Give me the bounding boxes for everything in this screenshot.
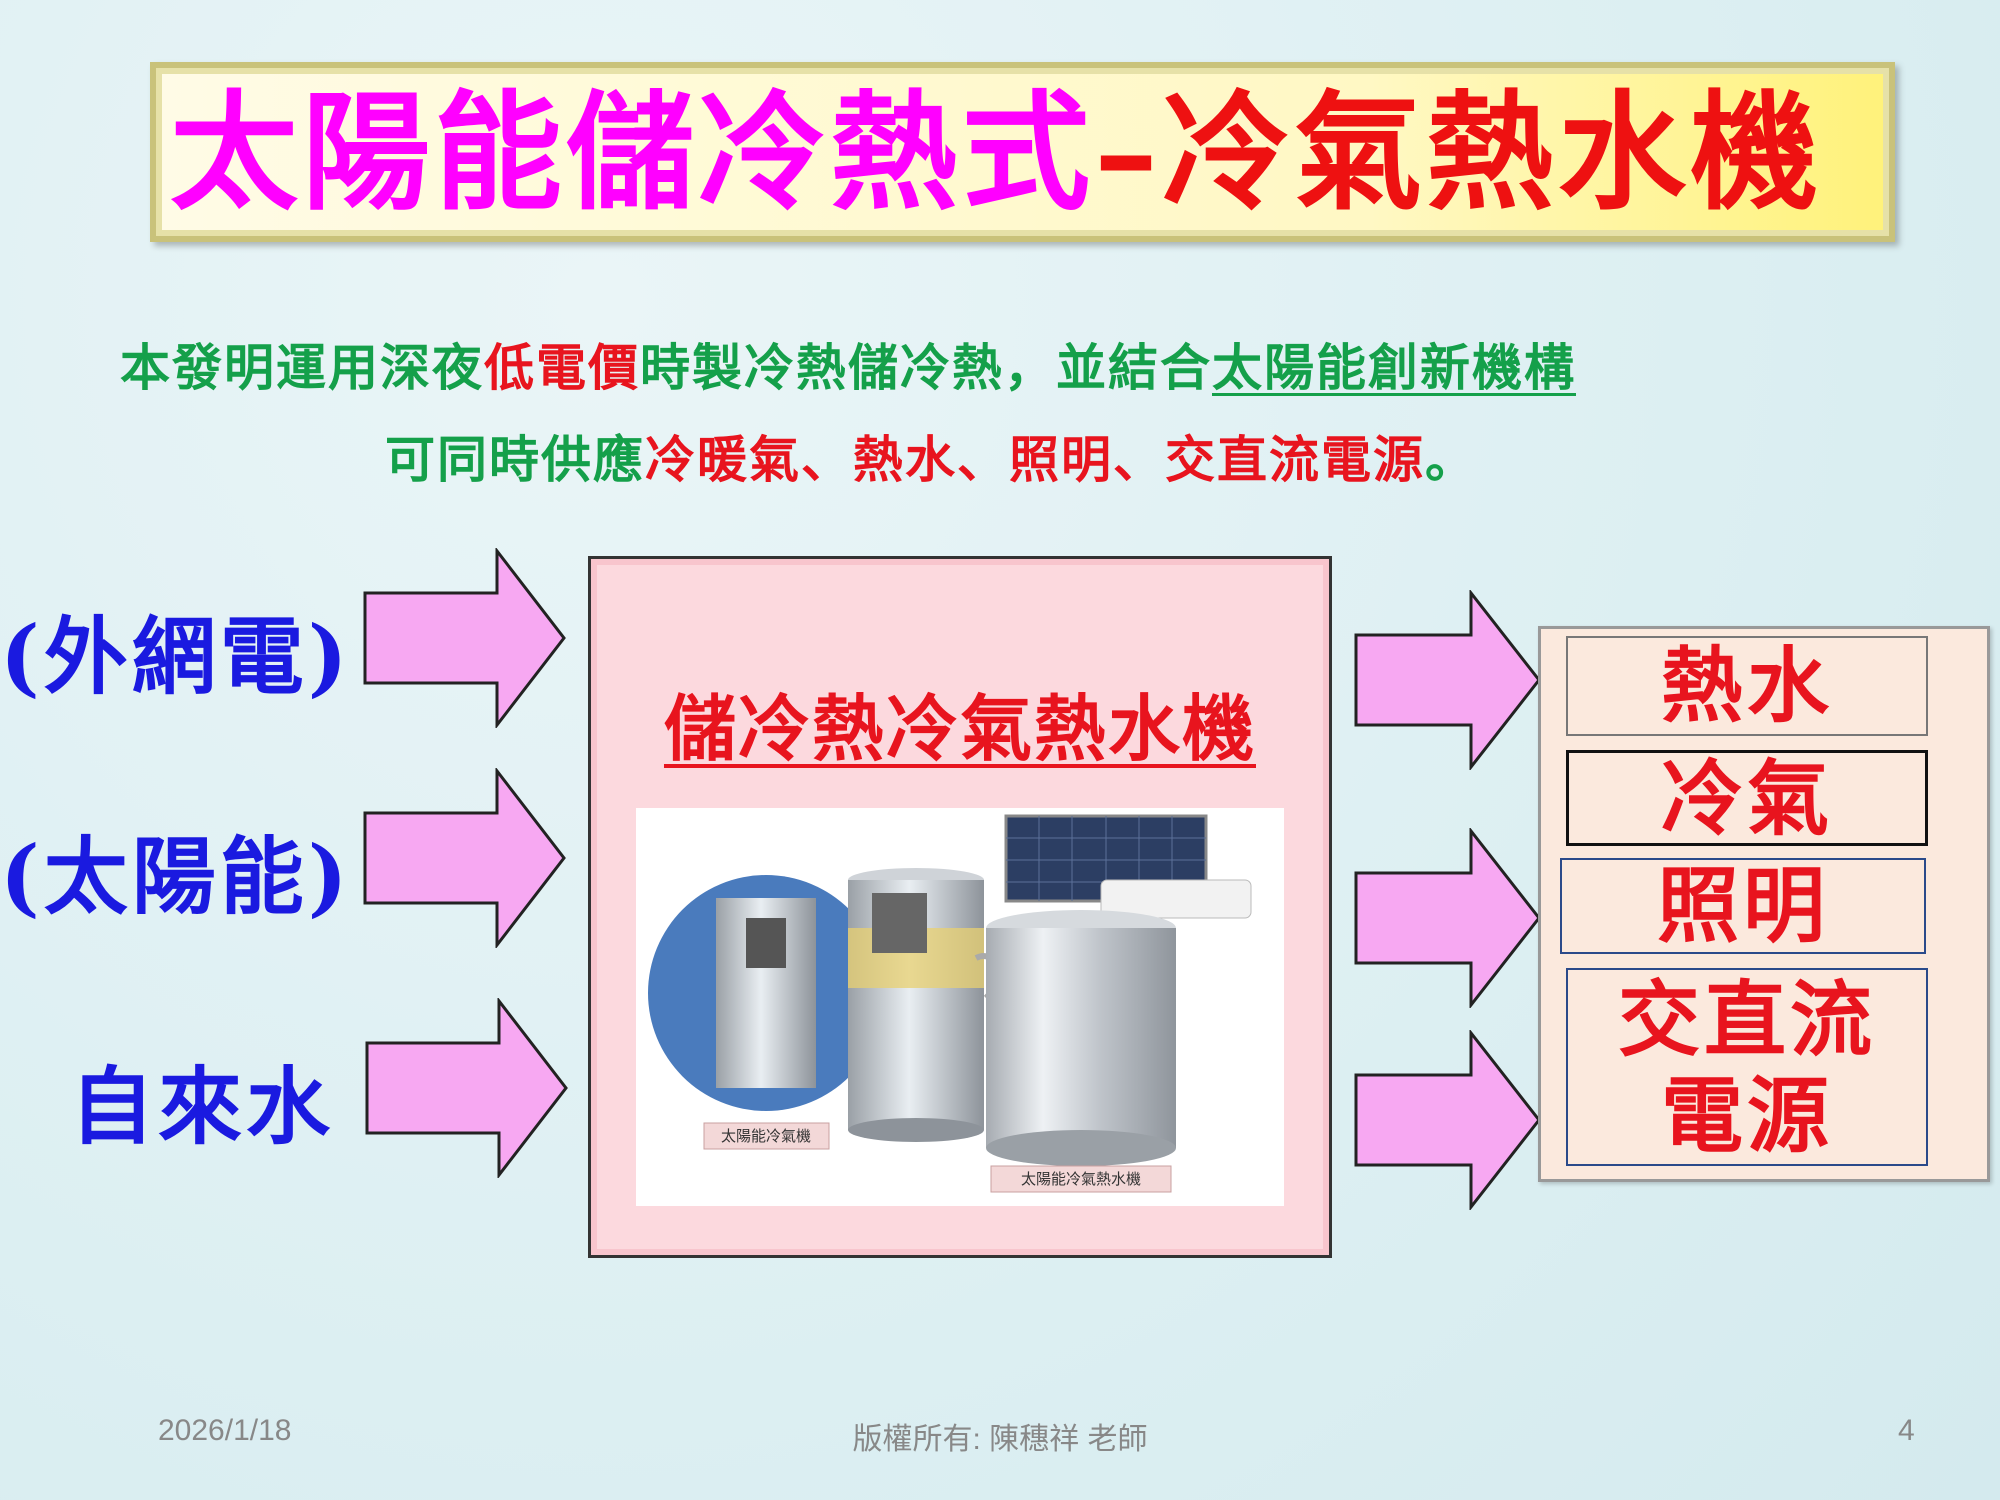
- title-banner: [150, 62, 1895, 242]
- output-hot-water: 熱水: [1566, 636, 1928, 736]
- machine-photo: 太陽能冷氣機 太陽能冷氣熱水機: [636, 808, 1284, 1206]
- tank-left-bottom: [848, 1118, 984, 1142]
- machine-title: 儲冷熱冷氣熱水機: [663, 686, 1256, 771]
- tank-right-bottom: [986, 1130, 1176, 1166]
- arrow-right-icon: [363, 768, 566, 948]
- machine-illustration: 太陽能冷氣機 太陽能冷氣熱水機: [648, 814, 1252, 1193]
- intro-line1-seg2: 時製冷熱儲冷熱，並結合: [640, 338, 1212, 397]
- intro-line1-seg1: 低電價: [484, 338, 640, 397]
- intro-line1-seg0: 本發明運用深夜: [120, 338, 484, 397]
- input-label-grid-power: (外網電): [0, 607, 352, 706]
- caption-right: 太陽能冷氣熱水機: [1021, 1170, 1141, 1188]
- slide-title: 太陽能儲冷熱式–冷氣熱水機: [170, 78, 1870, 228]
- arrow-right-icon: [1354, 828, 1541, 1008]
- intro-line1-seg3: 太陽能創新機構: [1212, 338, 1576, 397]
- footer-copyright: 版權所有: 陳穗祥 老師: [852, 1423, 1148, 1456]
- intro-line-2: 可同時供應冷暖氣、熱水、照明、交直流電源。: [385, 420, 1477, 492]
- intro-line2-seg2: 。: [1425, 430, 1477, 489]
- intro-line-1: 本發明運用深夜低電價時製冷熱儲冷熱，並結合太陽能創新機構: [120, 328, 1576, 400]
- output-air-conditioning: 冷氣: [1566, 750, 1928, 846]
- tank-left-window: [872, 893, 927, 953]
- intro-line2-seg1: 冷暖氣、熱水、照明、交直流電源: [645, 430, 1425, 489]
- footer-page-number: 4: [1898, 1414, 1915, 1447]
- title-part-1: 太陽能儲冷熱式: [170, 78, 1095, 228]
- arrow-right-icon: [1354, 1030, 1541, 1210]
- arrow-right-icon: [1354, 590, 1541, 770]
- indoor-ac-unit: [1100, 879, 1252, 919]
- arrow-right-icon: [365, 998, 568, 1178]
- caption-right-bg: [990, 1165, 1172, 1193]
- output-ac-dc-power: 交直流電源: [1566, 968, 1928, 1166]
- ac-unit-panel: [746, 918, 786, 968]
- title-part-2: –冷氣熱水機: [1094, 78, 1823, 228]
- arrow-right-icon: [363, 548, 566, 728]
- intro-line2-seg0: 可同時供應: [385, 430, 645, 489]
- input-label-solar: (太陽能): [0, 827, 352, 926]
- input-label-tap-water: 自來水: [70, 1057, 335, 1156]
- caption-left: 太陽能冷氣機: [721, 1127, 811, 1145]
- tank-right: [986, 928, 1176, 1148]
- caption-left-bg: [703, 1122, 830, 1150]
- output-lighting: 照明: [1560, 858, 1926, 954]
- footer-date: 2026/1/18: [158, 1414, 292, 1447]
